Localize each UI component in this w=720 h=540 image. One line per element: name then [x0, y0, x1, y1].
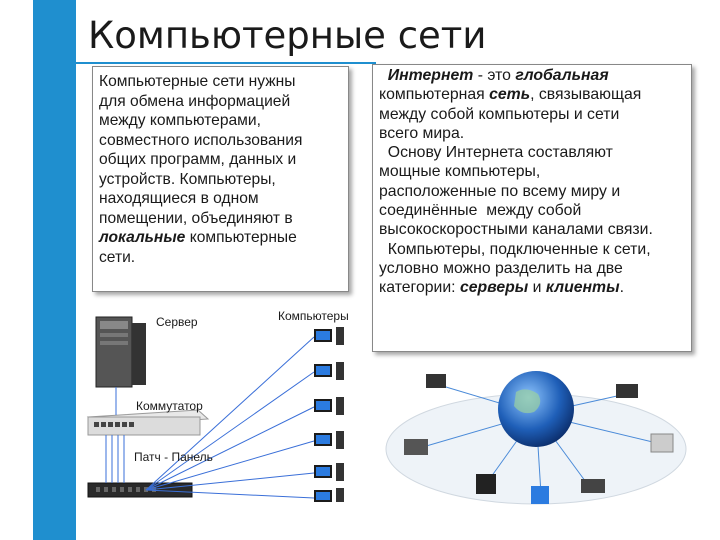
text-line: мощные компьютеры, — [379, 163, 541, 181]
local-network-text-box: Компьютерные сети нужны для обмена инфор… — [92, 66, 349, 292]
text-line: компьютерные — [185, 229, 297, 246]
text-line: условно можно разделить на две — [379, 259, 623, 277]
term-internet: Интернет — [387, 67, 474, 84]
patch-panel-label: Патч - Панель — [134, 450, 213, 464]
text-line: сети. — [99, 248, 136, 266]
network-cables — [105, 336, 315, 499]
left-accent-bar — [33, 0, 76, 540]
title-underline — [76, 62, 376, 64]
local-network-paragraph: Компьютерные сети нужны для обмена инфор… — [93, 67, 348, 267]
switch-label: Коммутатор — [136, 399, 203, 413]
network-diagram-svg — [86, 316, 344, 502]
text-fragment: категории: — [379, 279, 460, 297]
text-fragment: - это — [473, 67, 516, 84]
client-computers — [314, 327, 344, 502]
internet-paragraph: Интернет - это глобальная компьютерная с… — [373, 65, 691, 298]
globe-svg — [385, 371, 687, 505]
term-global: глобальная — [515, 67, 609, 84]
globe-devices — [404, 374, 674, 504]
text-line: всего мира. — [379, 124, 465, 142]
text-fragment: компьютерная — [379, 86, 490, 104]
text-line: устройств. Компьютеры, — [99, 170, 276, 188]
text-line: для обмена информацией — [99, 92, 291, 110]
server-icon — [95, 316, 146, 388]
slide-title: Компьютерные сети — [88, 14, 487, 57]
term-local: локальные — [99, 229, 186, 246]
internet-globe-illustration — [376, 354, 696, 514]
term-servers: серверы — [459, 279, 529, 297]
text-line: между компьютерами, — [99, 112, 261, 129]
text-line: соединённые между собой — [379, 202, 582, 220]
text-fragment: и — [528, 279, 546, 297]
text-line: находящиеся в одном — [99, 190, 259, 207]
text-line: между собой компьютеры и сети — [379, 105, 620, 123]
text-line: расположенные по всему миру и — [379, 182, 621, 200]
text-line: высокоскоростными каналами связи. — [379, 221, 653, 239]
term-clients: клиенты — [545, 279, 620, 297]
text-fragment: . — [619, 279, 624, 297]
text-line: общих программ, данных и — [99, 151, 297, 168]
internet-text-box: Интернет - это глобальная компьютерная с… — [372, 64, 692, 352]
text-line: помещении, объединяют в — [99, 209, 293, 227]
local-network-diagram: Сервер Компьютеры Коммутатор Патч - Пане… — [86, 295, 366, 505]
text-fragment: , связывающая — [530, 86, 642, 104]
server-label: Сервер — [156, 315, 198, 329]
switch-icon — [86, 409, 210, 436]
text-line: Компьютерные сети нужны — [99, 73, 296, 90]
term-network: сеть — [489, 86, 531, 104]
patch-panel-icon — [87, 482, 193, 498]
computers-label: Компьютеры — [278, 309, 349, 323]
text-line: совместного использования — [99, 131, 303, 149]
text-line: Компьютеры, подключенные к сети, — [379, 240, 651, 258]
text-line: Основу Интернета составляют — [379, 144, 613, 162]
